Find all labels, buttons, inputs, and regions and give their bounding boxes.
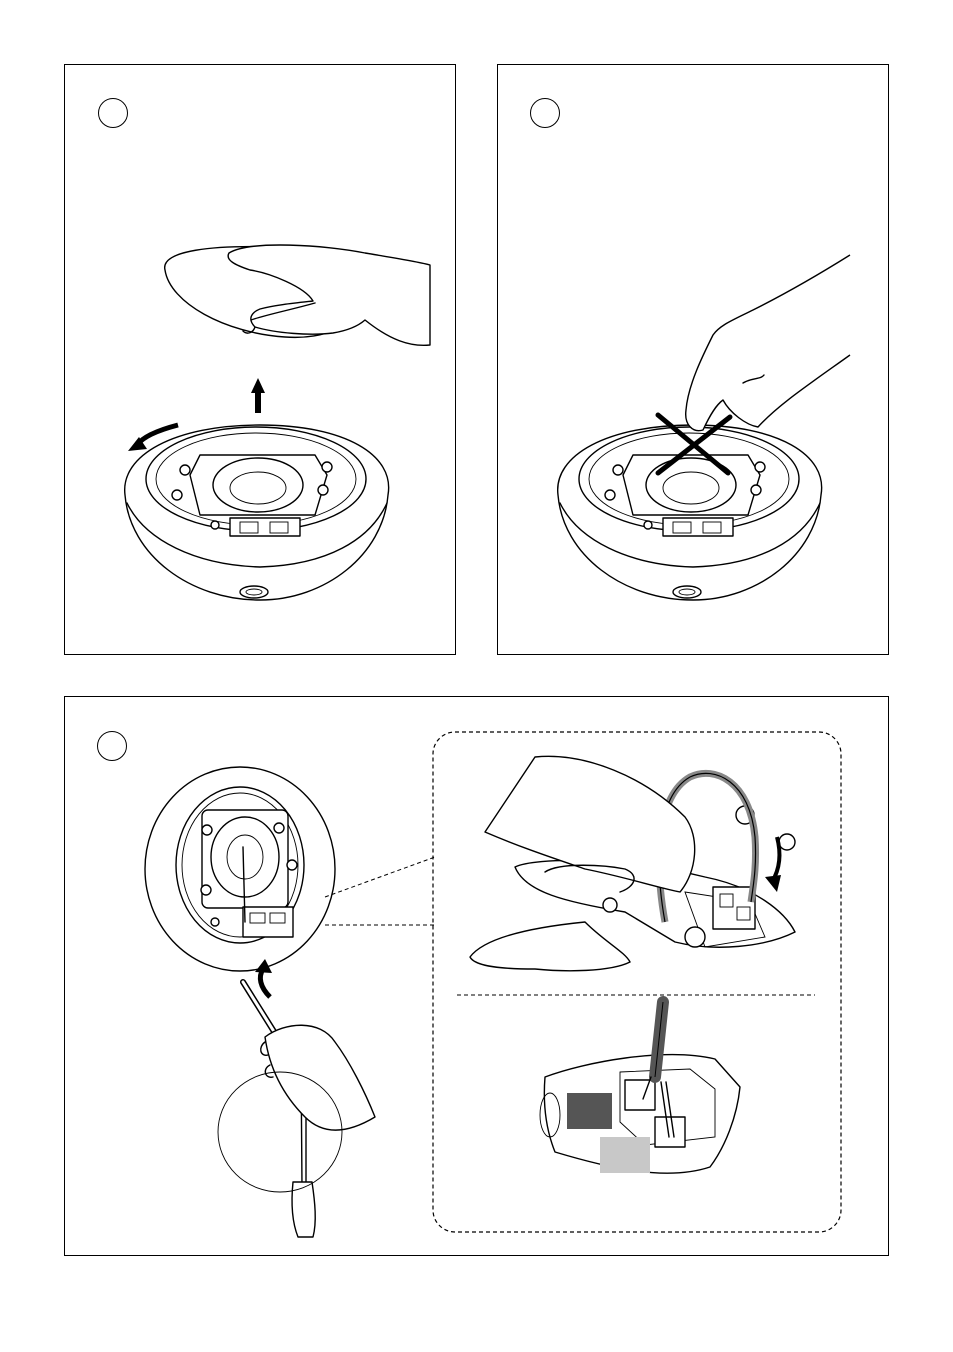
speaker-top-view <box>145 767 335 971</box>
callout-line-top <box>325 857 435 897</box>
up-arrow-icon <box>251 378 265 413</box>
terminal-light-block <box>600 1137 650 1173</box>
hand-icon <box>261 1025 375 1130</box>
step-1-panel <box>64 64 456 655</box>
detail-terminal-closeup <box>540 1002 740 1173</box>
step-3-panel <box>64 696 889 1256</box>
step-2-panel <box>497 64 889 655</box>
speaker-unit <box>125 425 389 600</box>
detail-wire-insertion <box>470 756 795 970</box>
step-3-illustration <box>65 697 890 1257</box>
step-1-illustration <box>65 65 457 656</box>
step-2-illustration <box>498 65 890 656</box>
finger-hand-icon <box>686 255 850 431</box>
terminal-dark-block <box>567 1093 612 1129</box>
